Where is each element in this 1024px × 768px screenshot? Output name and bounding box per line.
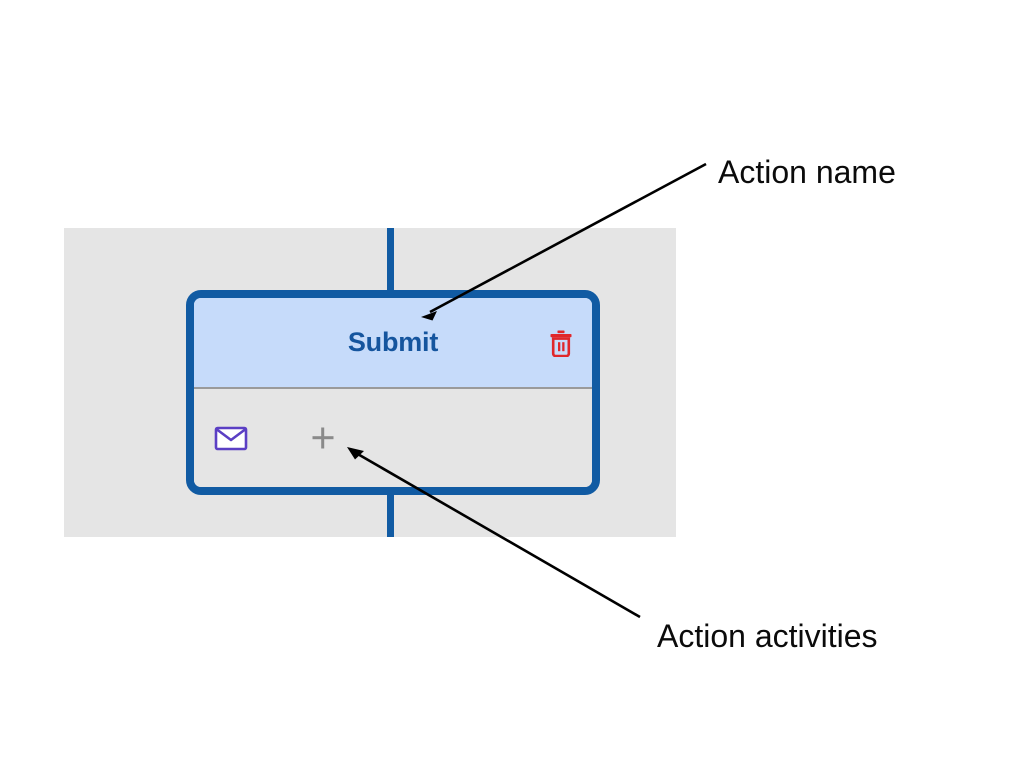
plus-icon [312,427,334,449]
delete-action-button[interactable] [546,328,576,358]
action-node-header: Submit [194,298,592,389]
email-activity-button[interactable] [213,420,249,456]
workflow-canvas: Submit [64,228,676,537]
action-node-activities [194,389,592,487]
email-icon [214,426,248,451]
annotation-label-action-activities: Action activities [657,618,878,654]
trash-icon [550,330,572,357]
action-name-label: Submit [347,327,439,357]
add-activity-button[interactable] [305,420,341,456]
action-node[interactable]: Submit [186,290,600,495]
annotation-label-action-name: Action name [718,154,896,190]
